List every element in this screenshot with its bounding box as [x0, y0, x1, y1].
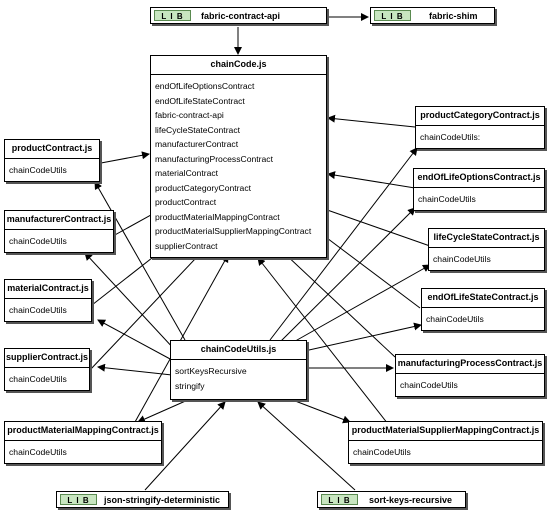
edge-utils-lifecycle: [289, 264, 431, 345]
module-title: manufacturingProcessContract.js: [396, 355, 544, 374]
module-product-material-mapping-contract[interactable]: productMaterialMappingContract.js chainC…: [4, 421, 162, 464]
module-chaincodeutils[interactable]: chainCodeUtils.js sortKeysRecursive stri…: [170, 340, 307, 400]
lib-name: fabric-shim: [429, 11, 478, 21]
edge-pmm-chaincode: [134, 254, 229, 423]
lib-name: fabric-contract-api: [201, 11, 281, 21]
module-imports: chainCodeUtils: [429, 248, 544, 267]
module-imports: chainCodeUtils:: [416, 126, 544, 145]
import-item: manufacturingProcessContract: [155, 153, 273, 164]
module-imports: chainCodeUtils: [5, 230, 113, 249]
module-title: endOfLifeStateContract.js: [422, 289, 544, 308]
import-item: chainCodeUtils: [9, 374, 67, 384]
edge-utils-eoloptions: [279, 207, 416, 343]
module-title: endOfLifeOptionsContract.js: [414, 169, 544, 188]
import-item: chainCodeUtils: [9, 305, 67, 315]
lib-name: json-stringify-deterministic: [104, 495, 221, 505]
lib-tag: L I B: [374, 10, 411, 21]
lib-sort-keys-recursive[interactable]: L I B sort-keys-recursive: [317, 491, 466, 508]
edge-lifecycle-chaincode: [312, 203, 431, 247]
module-imports: chainCodeUtils: [414, 188, 544, 207]
module-imports: chainCodeUtils: [5, 159, 99, 178]
import-item: materialContract: [155, 168, 219, 178]
module-manufacturer-contract[interactable]: manufacturerContract.js chainCodeUtils: [4, 210, 114, 253]
edge-utils-pmm: [137, 398, 191, 423]
module-title: productContract.js: [5, 140, 99, 159]
lib-json-stringify-deterministic[interactable]: L I B json-stringify-deterministic: [56, 491, 229, 508]
lib-tag: L I B: [154, 10, 191, 21]
import-item: chainCodeUtils: [400, 380, 458, 390]
module-title: chainCode.js: [151, 56, 326, 75]
edge-supplier-chaincode: [89, 239, 214, 371]
import-item: chainCodeUtils: [433, 254, 491, 264]
import-item: chainCodeUtils:: [420, 132, 481, 142]
module-imports: chainCodeUtils: [396, 374, 544, 393]
import-item: stringify: [175, 380, 205, 391]
import-item: chainCodeUtils: [426, 314, 484, 324]
module-product-contract[interactable]: productContract.js chainCodeUtils: [4, 139, 100, 182]
edge-eoloptions-chaincode: [327, 171, 416, 189]
module-end-of-life-options-contract[interactable]: endOfLifeOptionsContract.js chainCodeUti…: [413, 168, 545, 211]
module-chaincode[interactable]: chainCode.js endOfLifeOptionsContract en…: [150, 55, 327, 258]
import-item: chainCodeUtils: [353, 447, 411, 457]
import-item: endOfLifeStateContract: [155, 95, 245, 106]
module-title: supplierContract.js: [5, 349, 89, 368]
module-end-of-life-state-contract[interactable]: endOfLifeStateContract.js chainCodeUtils: [421, 288, 545, 331]
import-item: endOfLifeOptionsContract: [155, 81, 255, 91]
module-title: chainCodeUtils.js: [171, 341, 306, 360]
import-item: chainCodeUtils: [9, 447, 67, 457]
module-title: lifeCycleStateContract.js: [429, 229, 544, 248]
edge-utils-manufacturer: [84, 252, 176, 351]
module-life-cycle-state-contract[interactable]: lifeCycleStateContract.js chainCodeUtils: [428, 228, 545, 271]
module-material-contract[interactable]: materialContract.js chainCodeUtils: [4, 279, 92, 322]
import-item: fabric-contract-api: [155, 110, 224, 120]
module-imports: chainCodeUtils: [5, 299, 91, 318]
lib-tag: L I B: [60, 494, 97, 505]
import-item: sortKeysRecursive: [175, 366, 247, 376]
edge-pmsm-chaincode: [257, 257, 389, 425]
edge-utils-category: [269, 147, 418, 341]
edge-utils-material: [97, 319, 173, 361]
edge-utils-eolstate: [299, 322, 422, 353]
module-imports: chainCodeUtils: [5, 368, 89, 387]
import-item: chainCodeUtils: [9, 236, 67, 246]
edge-utils-pmsm: [289, 398, 351, 424]
module-manufacturing-process-contract[interactable]: manufacturingProcessContract.js chainCod…: [395, 354, 545, 397]
module-supplier-contract[interactable]: supplierContract.js chainCodeUtils: [4, 348, 90, 391]
module-product-material-supplier-mapping-contract[interactable]: productMaterialSupplierMappingContract.j…: [348, 421, 543, 464]
lib-fabric-contract-api[interactable]: L I B fabric-contract-api: [150, 7, 327, 24]
import-item: productContract: [155, 197, 217, 207]
import-item: productMaterialSupplierMappingContract: [155, 226, 312, 236]
lib-name: sort-keys-recursive: [369, 495, 453, 505]
module-title: productMaterialSupplierMappingContract.j…: [349, 422, 542, 441]
import-item: chainCodeUtils: [9, 165, 67, 175]
edge-mfgprocess-chaincode: [282, 251, 396, 358]
module-title: materialContract.js: [5, 280, 91, 299]
import-item: lifeCycleStateContract: [155, 124, 241, 135]
module-product-category-contract[interactable]: productCategoryContract.js chainCodeUtil…: [415, 106, 545, 149]
lib-fabric-shim[interactable]: L I B fabric-shim: [370, 7, 495, 24]
import-item: chainCodeUtils: [418, 194, 476, 204]
module-imports: sortKeysRecursive stringify: [171, 360, 306, 393]
module-title: manufacturerContract.js: [5, 211, 113, 230]
edge-product-chaincode: [100, 151, 150, 164]
import-item: supplierContract: [155, 240, 218, 251]
module-imports: chainCodeUtils: [349, 441, 542, 460]
module-imports: chainCodeUtils: [422, 308, 544, 327]
module-title: productCategoryContract.js: [416, 107, 544, 126]
import-item: productCategoryContract: [155, 182, 252, 193]
import-item: manufacturerContract: [155, 139, 239, 149]
edge-jsonstringify-utils: [144, 401, 226, 491]
import-item: productMaterialMappingContract: [155, 211, 280, 222]
lib-tag: L I B: [321, 494, 358, 505]
module-imports: chainCodeUtils: [5, 441, 161, 460]
module-title: productMaterialMappingContract.js: [5, 422, 161, 441]
module-imports: endOfLifeOptionsContract endOfLifeStateC…: [151, 75, 326, 253]
edge-category-chaincode: [327, 114, 416, 128]
edge-sortkeys-utils: [257, 401, 356, 491]
edge-utils-supplier: [97, 363, 173, 376]
edge-utils-product: [94, 181, 186, 341]
